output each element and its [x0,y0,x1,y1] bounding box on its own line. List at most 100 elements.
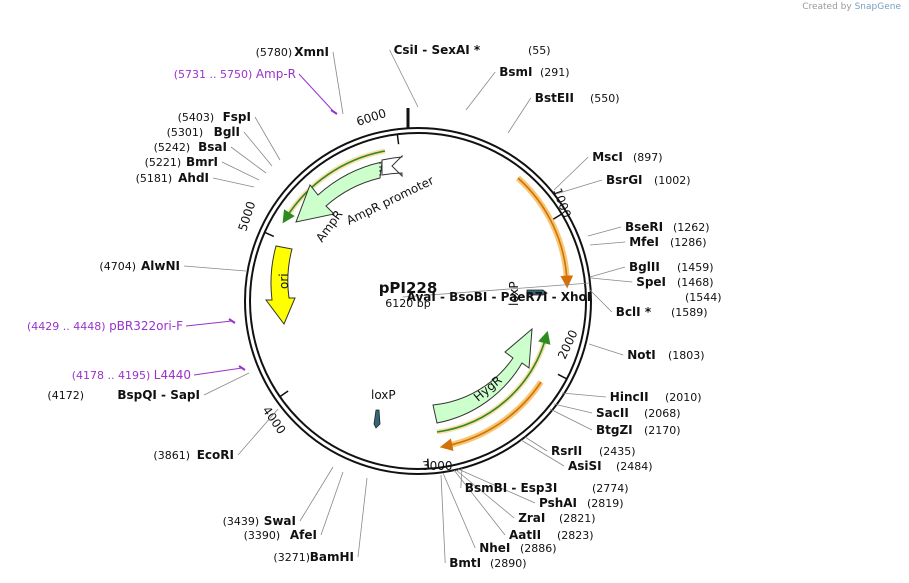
enzyme-position: (2068) [644,407,681,420]
enzyme-leader-29 [587,226,622,237]
enzyme-leader-2 [243,131,273,167]
enzyme-leader-5 [212,177,255,188]
enzyme-position: (1262) [673,221,710,234]
orf-arc-hyg-line [436,330,551,433]
enzyme-name: AvaI - BsoBI - PaeR7I - XhoI [407,290,592,304]
plasmid-backbone-inner [249,132,587,470]
enzyme-name: SpeI [636,275,666,289]
enzyme-position: (5780) [256,46,293,59]
enzyme-name: AhdI [178,171,209,185]
enzyme-position: (5221) [145,156,182,169]
enzyme-position: (3439) [223,515,260,528]
enzyme-position: (291) [540,66,570,79]
enzyme-leader-7 [203,372,250,396]
enzyme-leader-13 [442,472,476,549]
enzyme-position: (4704) [99,260,136,273]
orf-arc-top-line [517,177,574,289]
tick-3000 [426,458,430,469]
credit-prefix: Created by [802,2,852,12]
enzyme-name: BclI * [616,305,652,319]
tick-2000 [557,373,568,380]
enzyme-name: SacII [596,406,629,420]
enzyme-name: ZraI [518,511,545,525]
tick-5000 [264,231,275,238]
enzyme-leader-32 [507,97,532,134]
enzyme-leader-33 [465,71,496,111]
primer-range: (5731 .. 5750) [174,68,256,81]
enzyme-position: (2010) [665,391,702,404]
enzyme-position: (5301) [167,126,204,139]
enzyme-position: (5181) [136,172,173,185]
plasmid-backbone-outer [244,127,592,475]
enzyme-name: AatII [509,528,541,542]
enzyme-position: (3271) [273,551,310,564]
feature-label-loxp-upper: loxP [507,281,521,306]
primer-label: (5731 .. 5750) Amp-R [174,67,296,81]
enzyme-position: (2435) [599,445,636,458]
enzyme-name: BseRI [625,220,663,234]
enzyme-leader-34 [389,49,419,108]
enzyme-leader-24 [589,289,613,313]
enzyme-position: (897) [633,151,663,164]
enzyme-name: BamHI [310,550,354,564]
primer-name: Amp-R [256,67,296,81]
enzyme-leader-28 [589,241,626,246]
loxp-feature-upper [526,289,548,296]
enzyme-leader-22 [561,392,606,398]
tick-label-6000: 6000 [355,106,388,129]
enzyme-leader-1 [254,116,281,161]
primer-labels: (5731 .. 5750) Amp-R(4429 .. 4448) pBR32… [27,67,338,382]
feature-label-ori: ori [277,273,291,289]
enzyme-name: FspI [223,110,251,124]
enzyme-position: (3861) [153,449,190,462]
enzyme-position: (5403) [178,111,215,124]
enzyme-labels: (5780)XmnI(5403)FspI(5301)BglI(5242)BsaI… [47,43,721,570]
enzyme-name: RsrII [551,444,582,458]
feature-layer [265,148,574,451]
enzyme-position: (3390) [244,529,281,542]
enzyme-position: (4172) [47,389,84,402]
enzyme-position: (1468) [677,276,714,289]
enzyme-position: (1286) [670,236,707,249]
enzyme-name: NheI [479,541,510,555]
enzyme-position: (2821) [559,512,596,525]
enzyme-leader-6 [183,265,247,272]
primer-site-mark [238,365,246,371]
orf-arc-bottom-line [439,381,542,451]
enzyme-name: BglII [629,260,660,274]
enzyme-name: XmnI [294,45,329,59]
primer-range: (4178 .. 4195) [72,369,154,382]
enzyme-position: (2774) [592,482,629,495]
plasmid-size: 6120 bp [385,297,430,310]
tick-4000 [279,390,289,398]
primer-label: (4178 .. 4195) L4440 [72,368,191,382]
enzyme-name: BmtI [449,556,481,570]
enzyme-position: (550) [590,92,620,105]
tick-6000 [396,134,400,145]
enzyme-name: BspQI - SapI [117,388,200,402]
enzyme-leader-20 [549,408,593,431]
enzyme-leader-27 [589,266,626,278]
enzyme-name: BsrGI [606,173,643,187]
enzyme-name: PshAI [539,496,577,510]
enzyme-position: (1544) [685,291,722,304]
enzyme-leader-3 [230,146,267,174]
enzyme-name: BsmI [499,65,532,79]
plasmid-name: pPI228 [379,279,438,297]
tick-label-4000: 4000 [260,404,289,437]
feature-label-loxp-lower: loxP [371,388,396,402]
enzyme-name: CsiI - SexAI * [394,43,481,57]
enzyme-name: SwaI [264,514,296,528]
enzyme-leader-12 [440,474,446,564]
enzyme-leader-lines [183,49,633,564]
primer-range: (4429 .. 4448) [27,320,109,333]
orf-arc-amp-line [282,150,386,224]
enzyme-position: (2170) [644,424,681,437]
enzyme-leader-14 [453,469,506,536]
enzyme-name: NotI [627,348,656,362]
hyg-r-feature-arrow [432,327,533,424]
primer-name: L4440 [154,368,191,382]
enzyme-position: (2890) [490,557,527,570]
enzyme-name: BtgZI [596,423,633,437]
